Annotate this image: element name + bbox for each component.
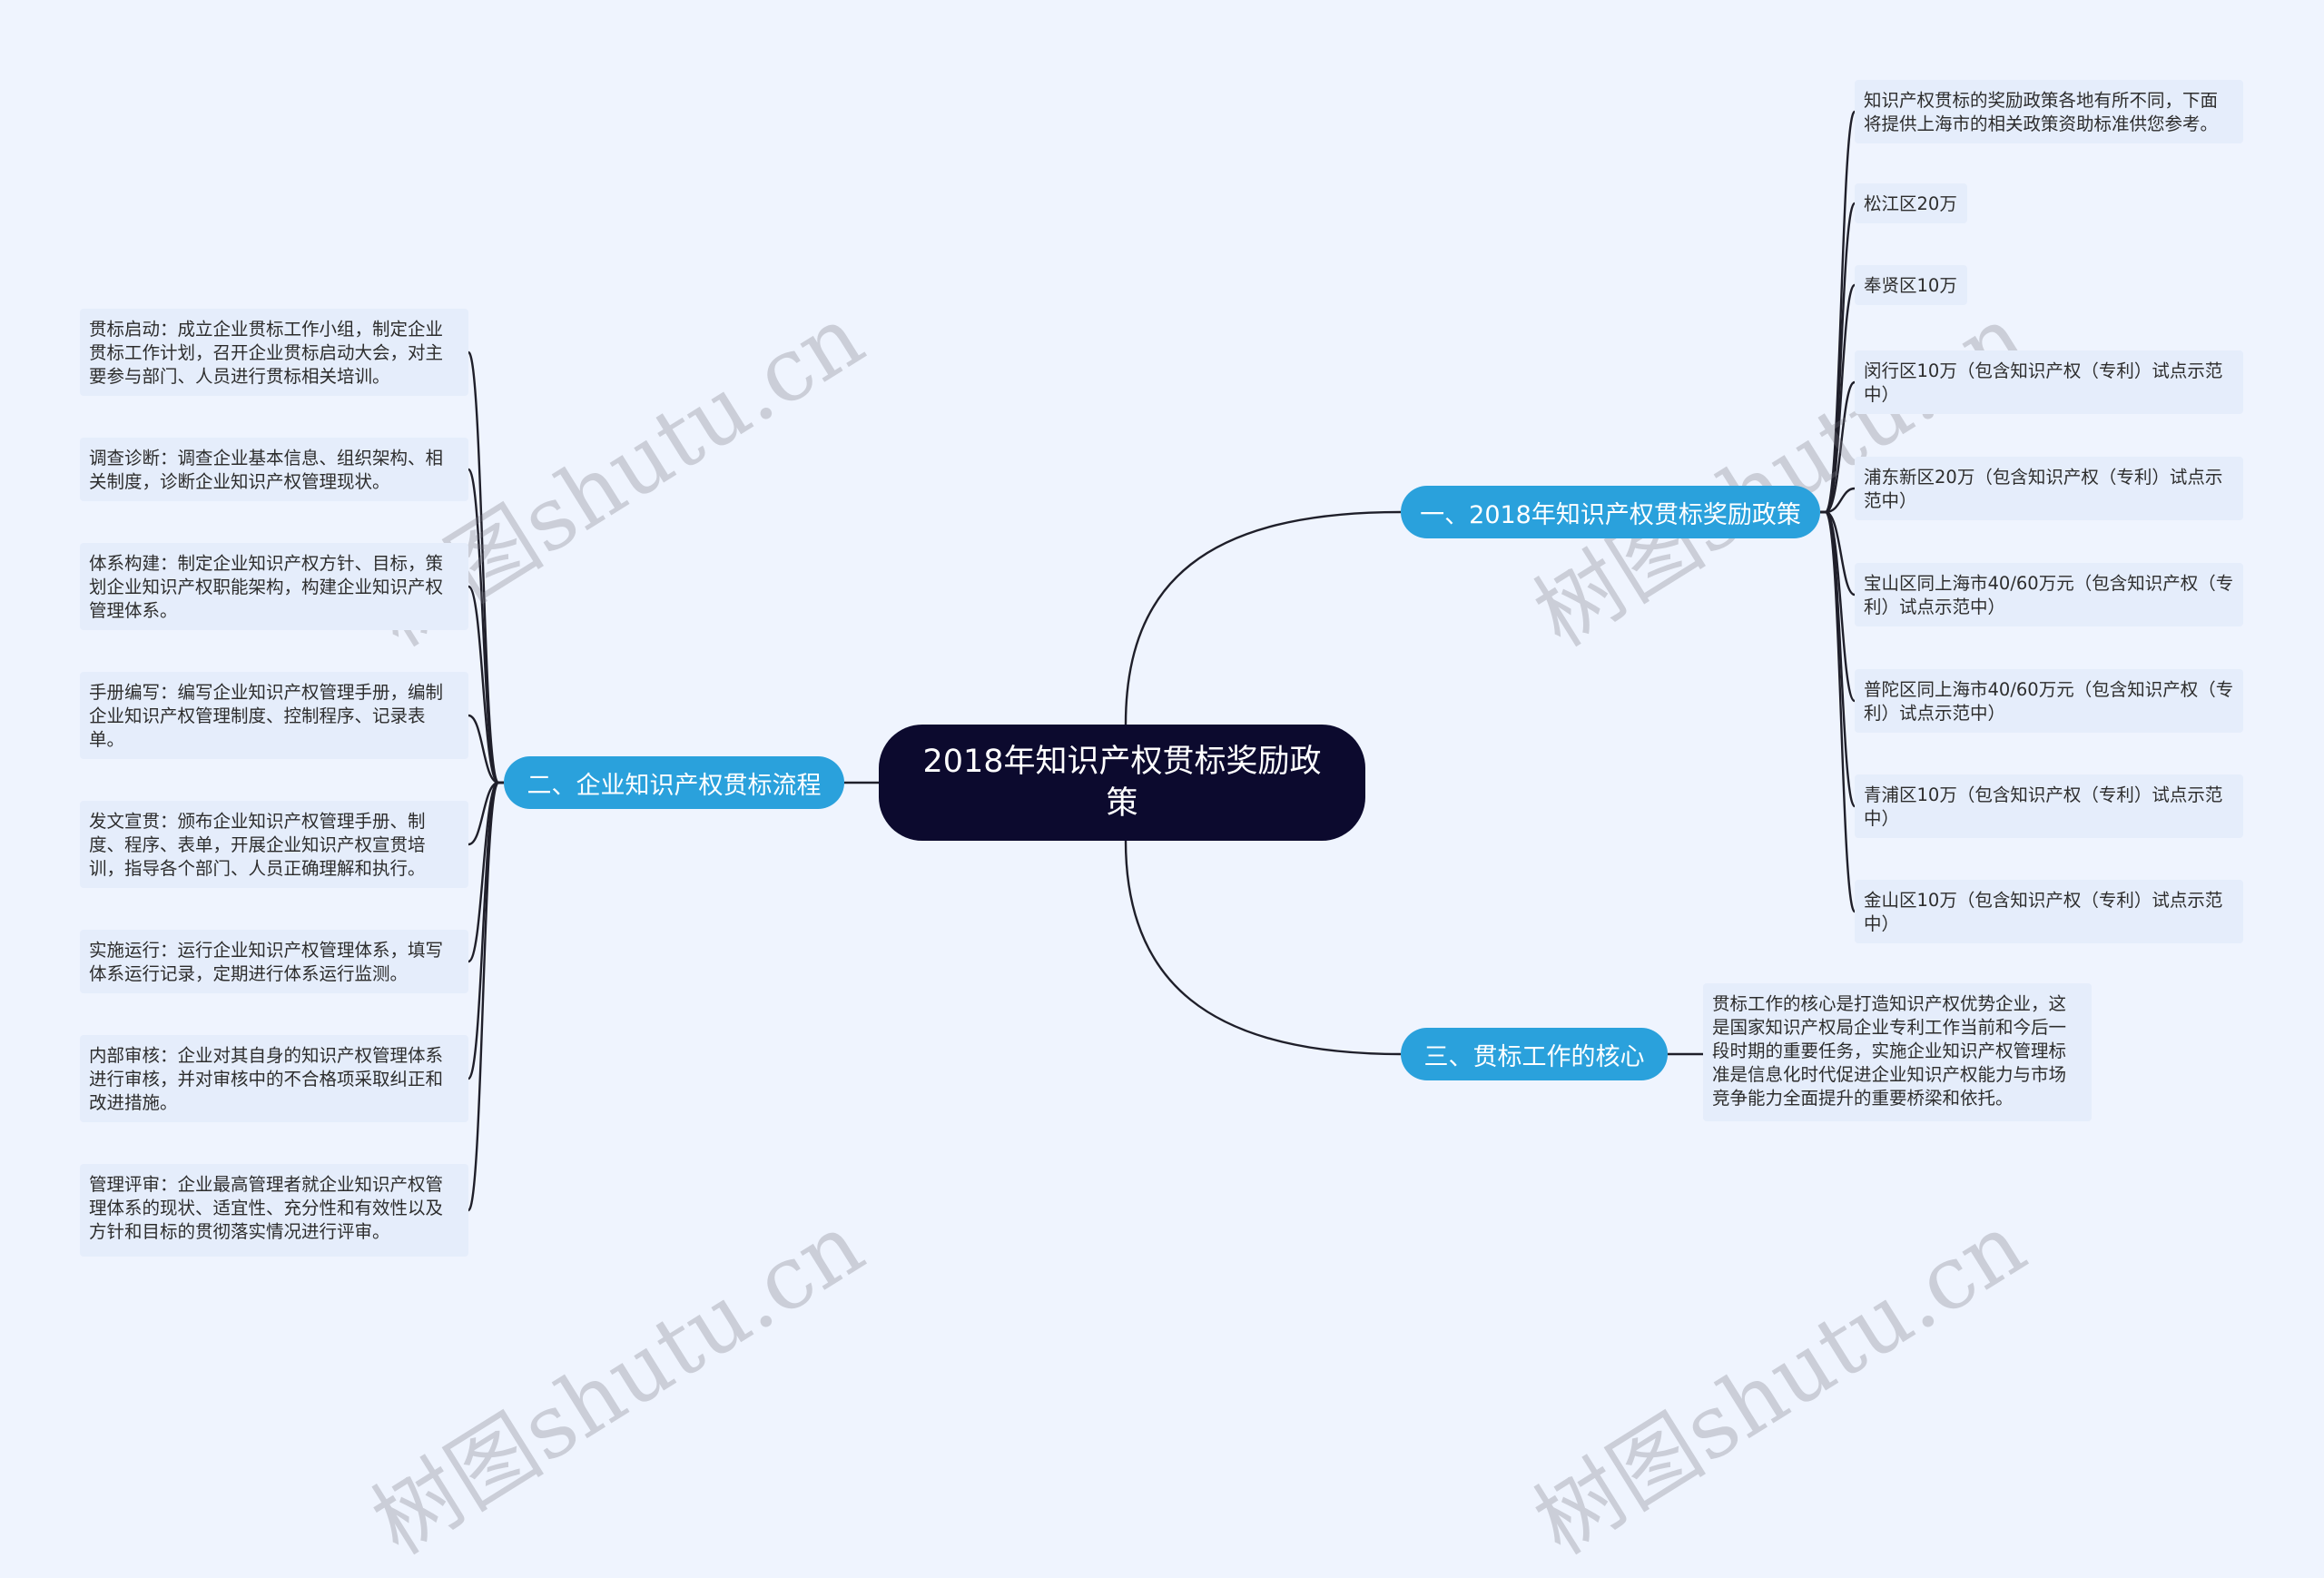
leaf-jinshan[interactable]: 金山区10万（包含知识产权（专利）试点示范中） xyxy=(1855,880,2243,943)
leaf-minhang[interactable]: 闵行区10万（包含知识产权（专利）试点示范中） xyxy=(1855,350,2243,414)
leaf-internal-audit[interactable]: 内部审核：企业对其自身的知识产权管理体系进行审核，并对审核中的不合格项采取纠正和… xyxy=(80,1035,468,1122)
leaf-pudong[interactable]: 浦东新区20万（包含知识产权（专利）试点示范中） xyxy=(1855,457,2243,520)
root-to-branch3-line xyxy=(1124,840,1402,1056)
leaf-fengxian[interactable]: 奉贤区10万 xyxy=(1855,265,1967,305)
leaf-diagnosis[interactable]: 调查诊断：调查企业基本信息、组织架构、相关制度，诊断企业知识产权管理现状。 xyxy=(80,438,468,501)
connector-lines xyxy=(467,110,1856,1212)
branch1-leaf-line xyxy=(1820,380,1856,514)
leaf-baoshan[interactable]: 宝山区同上海市40/60万元（包含知识产权（专利）试点示范中） xyxy=(1855,563,2243,626)
branch2-leaf-line xyxy=(467,781,504,1212)
branch1-leaf-line xyxy=(1820,487,1856,514)
leaf-songjiang[interactable]: 松江区20万 xyxy=(1855,183,1967,223)
mindmap-canvas: 树图shutu.cn 树图shutu.cn 树图shutu.cn 树图shutu… xyxy=(80,80,2243,1574)
branch-core[interactable]: 三、贯标工作的核心 xyxy=(1401,1028,1668,1080)
branch2-leaf-line xyxy=(467,468,504,784)
branch1-leaf-line xyxy=(1820,283,1856,514)
root-to-branch1-line xyxy=(1124,510,1402,725)
leaf-operation[interactable]: 实施运行：运行企业知识产权管理体系，填写体系运行记录，定期进行体系运行监测。 xyxy=(80,930,468,993)
branch-process[interactable]: 二、企业知识产权贯标流程 xyxy=(504,756,844,809)
leaf-system-build[interactable]: 体系构建：制定企业知识产权方针、目标，策划企业知识产权职能架构，构建企业知识产权… xyxy=(80,543,468,630)
leaf-publicize[interactable]: 发文宣贯：颁布企业知识产权管理手册、制度、程序、表单，开展企业知识产权宣贯培训，… xyxy=(80,801,468,888)
leaf-putuo[interactable]: 普陀区同上海市40/60万元（包含知识产权（专利）试点示范中） xyxy=(1855,669,2243,733)
leaf-reward-intro[interactable]: 知识产权贯标的奖励政策各地有所不同，下面将提供上海市的相关政策资助标准供您参考。 xyxy=(1855,80,2243,143)
root-node[interactable]: 2018年知识产权贯标奖励政策 xyxy=(879,725,1365,841)
leaf-management-review[interactable]: 管理评审：企业最高管理者就企业知识产权管理体系的现状、适宜性、充分性和有效性以及… xyxy=(80,1164,468,1257)
leaf-kickoff[interactable]: 贯标启动：成立企业贯标工作小组，制定企业贯标工作计划，召开企业贯标启动大会，对主… xyxy=(80,309,468,396)
branch2-leaf-line xyxy=(467,585,504,784)
leaf-manual[interactable]: 手册编写：编写企业知识产权管理手册，编制企业知识产权管理制度、控制程序、记录表单… xyxy=(80,672,468,759)
branch-reward-policy[interactable]: 一、2018年知识产权贯标奖励政策 xyxy=(1401,486,1820,538)
leaf-core-description[interactable]: 贯标工作的核心是打造知识产权优势企业，这是国家知识产权局企业专利工作当前和今后一… xyxy=(1703,983,2092,1121)
branch1-leaf-line xyxy=(1820,202,1856,514)
branch1-leaf-line xyxy=(1820,510,1856,913)
leaf-qingpu[interactable]: 青浦区10万（包含知识产权（专利）试点示范中） xyxy=(1855,774,2243,838)
